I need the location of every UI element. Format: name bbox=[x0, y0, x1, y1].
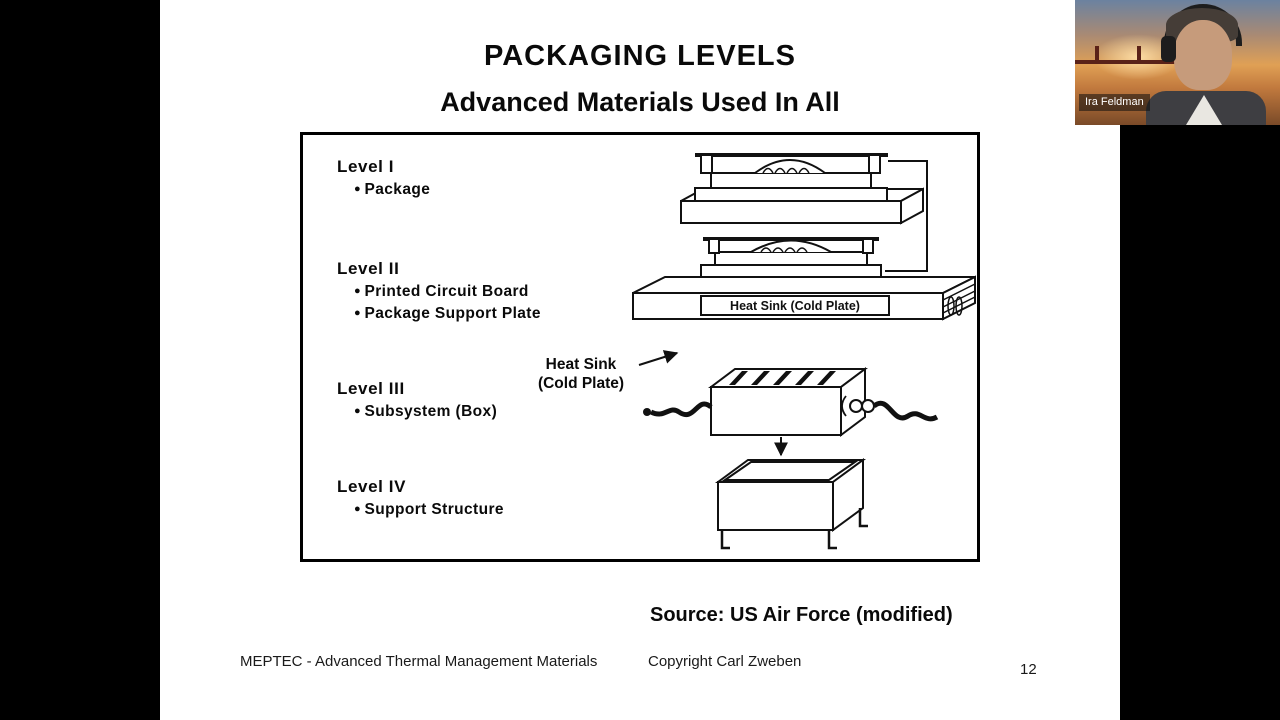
slide-title: PACKAGING LEVELS bbox=[484, 40, 796, 72]
letterbox-left bbox=[0, 0, 160, 720]
level-4-bullet: Support Structure bbox=[354, 501, 504, 519]
level-3-section: Level III Subsystem (Box) bbox=[337, 379, 497, 421]
level-2-label: Level II bbox=[337, 259, 400, 278]
level-1-bullet: Package bbox=[354, 181, 430, 199]
level-2-section: Level II Printed Circuit Board Package S… bbox=[337, 259, 541, 323]
heat-sink-callout-line2: (Cold Plate) bbox=[537, 375, 625, 392]
webcam-video-tile[interactable]: Ira Feldman bbox=[1075, 0, 1280, 125]
heat-sink-callout-line1: Heat Sink bbox=[545, 356, 617, 373]
level-3-label: Level III bbox=[337, 379, 405, 398]
footer-presentation-title: MEPTEC - Advanced Thermal Management Mat… bbox=[240, 653, 598, 670]
source-caption: Source: US Air Force (modified) bbox=[650, 604, 953, 626]
page-number: 12 bbox=[1020, 661, 1037, 678]
level-4-section: Level IV Support Structure bbox=[337, 477, 504, 519]
packaging-levels-diagram: Level I Package Level II Printed Circuit… bbox=[300, 132, 980, 562]
bridge-tower-icon bbox=[1095, 46, 1099, 64]
level-4-label: Level IV bbox=[337, 477, 407, 496]
bridge-tower-icon bbox=[1137, 46, 1141, 64]
heat-sink-plate-text: Heat Sink (Cold Plate) bbox=[730, 299, 860, 313]
slide-canvas: PACKAGING LEVELS Advanced Materials Used… bbox=[160, 0, 1120, 720]
footer-copyright: Copyright Carl Zweben bbox=[648, 653, 802, 670]
participant-name-badge: Ira Feldman bbox=[1079, 94, 1150, 111]
packaging-diagram-drawing: Heat Sink (Cold Plate) bbox=[632, 153, 976, 550]
slide-subtitle: Advanced Materials Used In All bbox=[440, 87, 840, 117]
level-2-bullet-2: Package Support Plate bbox=[354, 305, 541, 323]
level-1-label: Level I bbox=[337, 157, 395, 176]
level-2-bullet-1: Printed Circuit Board bbox=[354, 283, 541, 301]
heat-sink-callout: Heat Sink (Cold Plate) bbox=[525, 355, 637, 393]
participant-face bbox=[1174, 20, 1232, 90]
level-3-bullet: Subsystem (Box) bbox=[354, 403, 497, 421]
headphone-earcup-icon bbox=[1161, 36, 1176, 62]
level-1-section: Level I Package bbox=[337, 157, 430, 199]
